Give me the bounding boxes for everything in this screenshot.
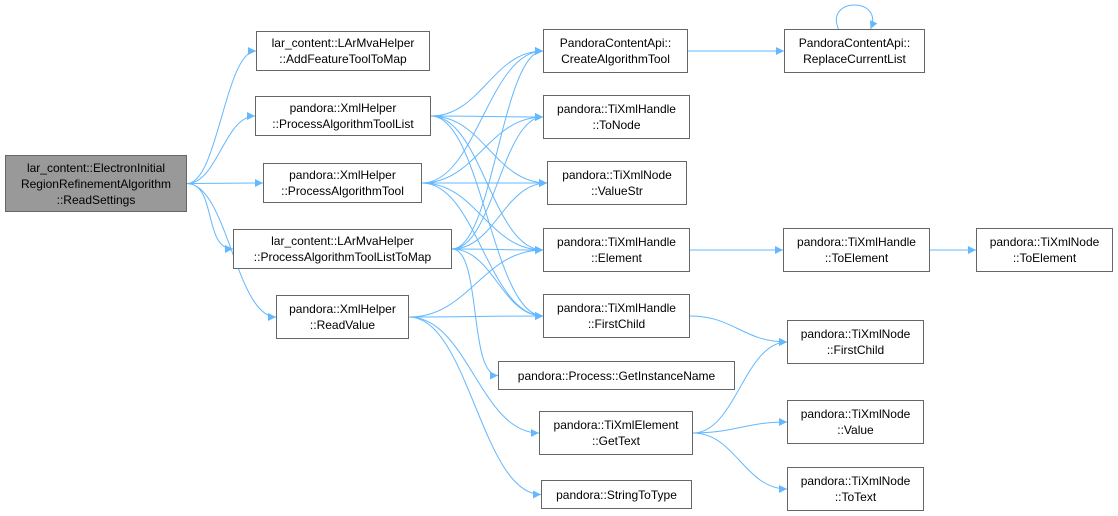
node-label-line-2: ::Element [591,251,642,265]
node-label-line-3: ::ReadSettings [56,192,136,207]
edge-process-algorithm-tool-list-to-value-str [430,115,548,187]
node-label-line-1: pandora::XmlHelper [289,302,396,316]
node-label-line-1: pandora::TiXmlHandle [557,235,676,249]
node-label-line-1: pandora::TiXmlNode [800,327,911,341]
edge-read-settings-to-process-algorithm-tool-list-to-map [186,183,234,253]
node-label-line-1: pandora::TiXmlHandle [557,301,676,315]
node-label-line-2: RegionRefinementAlgorithm [20,176,172,191]
node-label-line-1: pandora::TiXmlNode [800,474,911,488]
edge-process-algorithm-tool-list-to-map-to-handle-element [451,245,544,254]
edge-replace-current-list-to-replace-current-list [835,4,878,30]
edge-read-value-to-get-text [408,316,540,437]
edge-read-settings-to-process-algorithm-tool [186,179,264,188]
edge-read-settings-to-add-feature-tool [186,47,257,184]
node-label-line-1: lar_content::LArMvaHelper [271,234,414,248]
node-label-line-1: pandora::XmlHelper [289,168,396,182]
node-tixmlnode-to-text[interactable]: pandora::TiXmlNode ::ToText [787,467,924,511]
node-read-value[interactable]: pandora::XmlHelper ::ReadValue [276,295,409,339]
node-label-line-1: pandora::TiXmlHandle [797,235,916,249]
node-label-line-2: ::GetText [591,434,641,448]
edge-read-value-to-handle-first-child [408,312,544,321]
node-label-line-1: pandora::XmlHelper [289,101,397,115]
node-label-line-1: PandoraContentApi:: [798,36,911,50]
edge-get-text-to-node-first-child [692,338,788,434]
node-process-algorithm-tool-list[interactable]: pandora::XmlHelper ::ProcessAlgorithmToo… [255,96,431,136]
node-tixmlhandle-to-element[interactable]: pandora::TiXmlHandle ::ToElement [783,228,930,272]
node-tixmlhandle-to-node[interactable]: pandora::TiXmlHandle ::ToNode [543,95,690,139]
edge-read-settings-to-read-value [186,183,277,321]
node-label-line-2: ::ReadValue [309,318,376,332]
node-label-line-2: ::FirstChild [587,317,646,331]
edge-read-value-to-string-to-type [408,316,542,499]
edge-process-algorithm-tool-list-to-handle-first-child [430,115,544,320]
node-label-line-2: ::AddFeatureToolToMap [279,52,407,66]
node-label-line-1: pandora::TiXmlNode [989,235,1100,249]
node-label-line-2: ::FirstChild [826,343,885,357]
edge-process-algorithm-tool-list-to-create-algorithm-tool [430,47,544,117]
node-label-line-1: PandoraContentApi:: [559,36,672,50]
edge-process-algorithm-tool-list-to-to-node [430,112,544,121]
node-label-line-1: pandora::TiXmlNode [800,407,911,421]
node-label-line-2: ::ValueStr [591,184,643,198]
node-label-line-2: ::ProcessAlgorithmToolListToMap [253,250,432,264]
node-create-algorithm-tool[interactable]: PandoraContentApi:: CreateAlgorithmTool [543,29,688,73]
edge-read-settings-to-process-algorithm-tool-list [186,112,256,184]
edge-process-algorithm-tool-list-to-map-to-to-node [451,113,544,250]
node-label-line-2: CreateAlgorithmTool [561,52,670,66]
node-label-line-2: ::ProcessAlgorithmToolList [272,117,414,131]
node-tixmlnode-first-child[interactable]: pandora::TiXmlNode ::FirstChild [787,320,924,364]
node-label-line-2: ::ToElement [824,251,889,265]
edge-handle-first-child-to-node-first-child [689,315,788,346]
node-label-line-2: ::Value [837,423,874,437]
node-string-to-type[interactable]: pandora::StringToType [541,480,692,509]
node-label-line-1: pandora::TiXmlNode [562,168,672,182]
edge-read-value-to-handle-element [408,246,544,318]
node-tixmlhandle-first-child[interactable]: pandora::TiXmlHandle ::FirstChild [543,294,690,338]
node-tixmlnode-to-element[interactable]: pandora::TiXmlNode ::ToElement [976,228,1113,272]
edge-get-text-to-to-text [692,432,788,493]
node-replace-current-list[interactable]: PandoraContentApi:: ReplaceCurrentList [784,29,925,73]
node-tixmlhandle-element[interactable]: pandora::TiXmlHandle ::Element [543,228,690,272]
node-tixmlnode-value[interactable]: pandora::TiXmlNode ::Value [787,400,924,444]
node-tixmlnode-value-str[interactable]: pandora::TiXmlNode ::ValueStr [547,161,687,205]
node-process-algorithm-tool-list-to-map[interactable]: lar_content::LArMvaHelper ::ProcessAlgor… [233,229,452,269]
node-add-feature-tool-to-map[interactable]: lar_content::LArMvaHelper ::AddFeatureTo… [256,31,430,71]
node-label-line-2: ::ToElement [1012,251,1077,265]
edge-process-algorithm-tool-to-create-algorithm-tool [421,47,544,184]
node-process-algorithm-tool[interactable]: pandora::XmlHelper ::ProcessAlgorithmToo… [263,163,422,203]
node-label-line-2: ::ToNode [592,118,641,132]
node-label-line-1: pandora::TiXmlElement [553,418,679,432]
edge-get-text-to-node-value [692,418,788,434]
edge-process-algorithm-tool-list-to-map-to-handle-first-child [451,248,544,320]
node-label-line-1: lar_content::LArMvaHelper [271,36,415,50]
node-read-settings: lar_content::ElectronInitial RegionRefin… [5,155,187,212]
edge-process-algorithm-tool-list-to-map-to-get-instance-name [451,248,499,380]
edge-process-algorithm-tool-to-handle-element [421,182,544,254]
node-label-line-1: lar_content::ElectronInitial [26,160,166,175]
edge-process-algorithm-tool-list-to-map-to-create-algorithm-tool [451,47,544,250]
node-label-line-2: ReplaceCurrentList [803,52,906,66]
node-label-line-1: pandora::StringToType [556,487,677,502]
node-label-line-2: ::ProcessAlgorithmTool [281,184,404,198]
node-tixmlelement-get-text[interactable]: pandora::TiXmlElement ::GetText [539,411,693,455]
node-label-line-1: pandora::Process::GetInstanceName [517,368,716,383]
edge-process-algorithm-tool-to-to-node [421,113,544,184]
edge-process-algorithm-tool-list-to-map-to-value-str [451,179,548,250]
node-label-line-1: pandora::TiXmlHandle [557,102,676,116]
node-get-instance-name[interactable]: pandora::Process::GetInstanceName [498,361,735,390]
node-label-line-2: ::ToText [834,490,877,504]
